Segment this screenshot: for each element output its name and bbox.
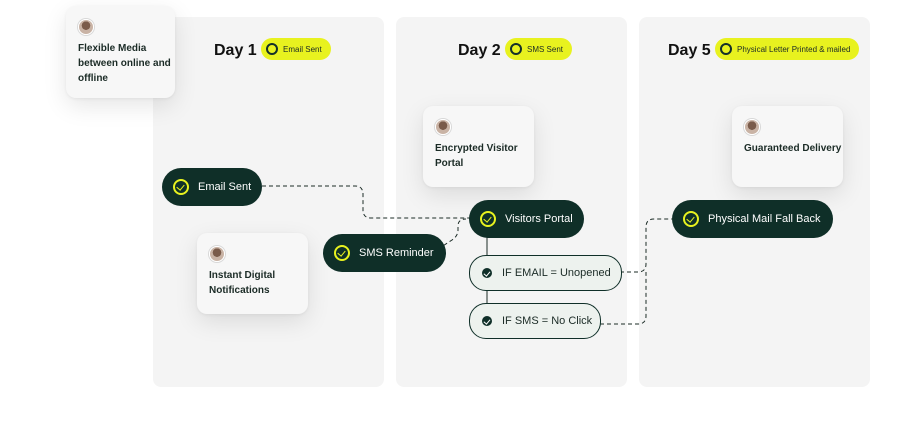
avatar	[78, 19, 94, 35]
day-1-badge-label: Email Sent	[283, 44, 322, 54]
avatar	[209, 246, 225, 262]
encrypted-portal-label: Encrypted Visitor Portal	[435, 143, 518, 169]
check-circle-icon	[480, 211, 496, 227]
connector-email-to-portal	[262, 185, 470, 219]
check-circle-icon	[482, 316, 492, 326]
flexible-media-label: Flexible Media between online and offlin…	[78, 43, 171, 84]
guaranteed-delivery-card: Guaranteed Delivery	[732, 106, 843, 187]
check-circle-icon	[482, 268, 492, 278]
day-5-badge: Physical Letter Printed & mailed	[715, 38, 860, 60]
avatar	[744, 119, 760, 135]
visitors-portal-step[interactable]: Visitors Portal	[469, 200, 584, 238]
visitors-portal-step-label: Visitors Portal	[505, 213, 573, 225]
connector-email-cond-to-mail	[620, 218, 672, 273]
day-2-badge: SMS Sent	[505, 38, 573, 60]
email-unopened-condition[interactable]: IF EMAIL = Unopened	[469, 255, 622, 291]
sms-reminder-step-label: SMS Reminder	[359, 247, 434, 259]
instant-notifications-label: Instant Digital Notifications	[209, 270, 276, 296]
day-5-badge-label: Physical Letter Printed & mailed	[737, 44, 851, 54]
check-circle-icon	[683, 211, 699, 227]
guaranteed-delivery-label: Guaranteed Delivery	[744, 143, 842, 154]
check-circle-icon	[334, 245, 350, 261]
connector-sms-cond-to-mail	[600, 272, 647, 325]
day-1-badge: Email Sent	[261, 38, 331, 60]
sms-reminder-step[interactable]: SMS Reminder	[323, 234, 446, 272]
instant-notifications-card: Instant Digital Notifications	[197, 233, 308, 314]
physical-mail-step-label: Physical Mail Fall Back	[708, 213, 821, 225]
check-circle-icon	[173, 179, 189, 195]
connector-sms-to-portal	[431, 218, 467, 254]
day-2-badge-label: SMS Sent	[527, 44, 564, 54]
day-5-title: Day 5	[668, 42, 711, 59]
sms-no-click-condition-label: IF SMS = No Click	[502, 315, 593, 327]
flexible-media-card: Flexible Media between online and offlin…	[66, 6, 175, 98]
avatar	[435, 119, 451, 135]
email-unopened-condition-label: IF EMAIL = Unopened	[502, 267, 611, 279]
email-sent-step[interactable]: Email Sent	[162, 168, 262, 206]
email-sent-step-label: Email Sent	[198, 181, 252, 193]
day-2-title: Day 2	[458, 42, 501, 59]
physical-mail-step[interactable]: Physical Mail Fall Back	[672, 200, 833, 238]
sms-no-click-condition[interactable]: IF SMS = No Click	[469, 303, 601, 339]
badge-check-icon	[266, 43, 278, 55]
badge-check-icon	[510, 43, 522, 55]
badge-check-icon	[720, 43, 732, 55]
day-1-title: Day 1	[214, 42, 257, 59]
encrypted-portal-card: Encrypted Visitor Portal	[423, 106, 534, 187]
